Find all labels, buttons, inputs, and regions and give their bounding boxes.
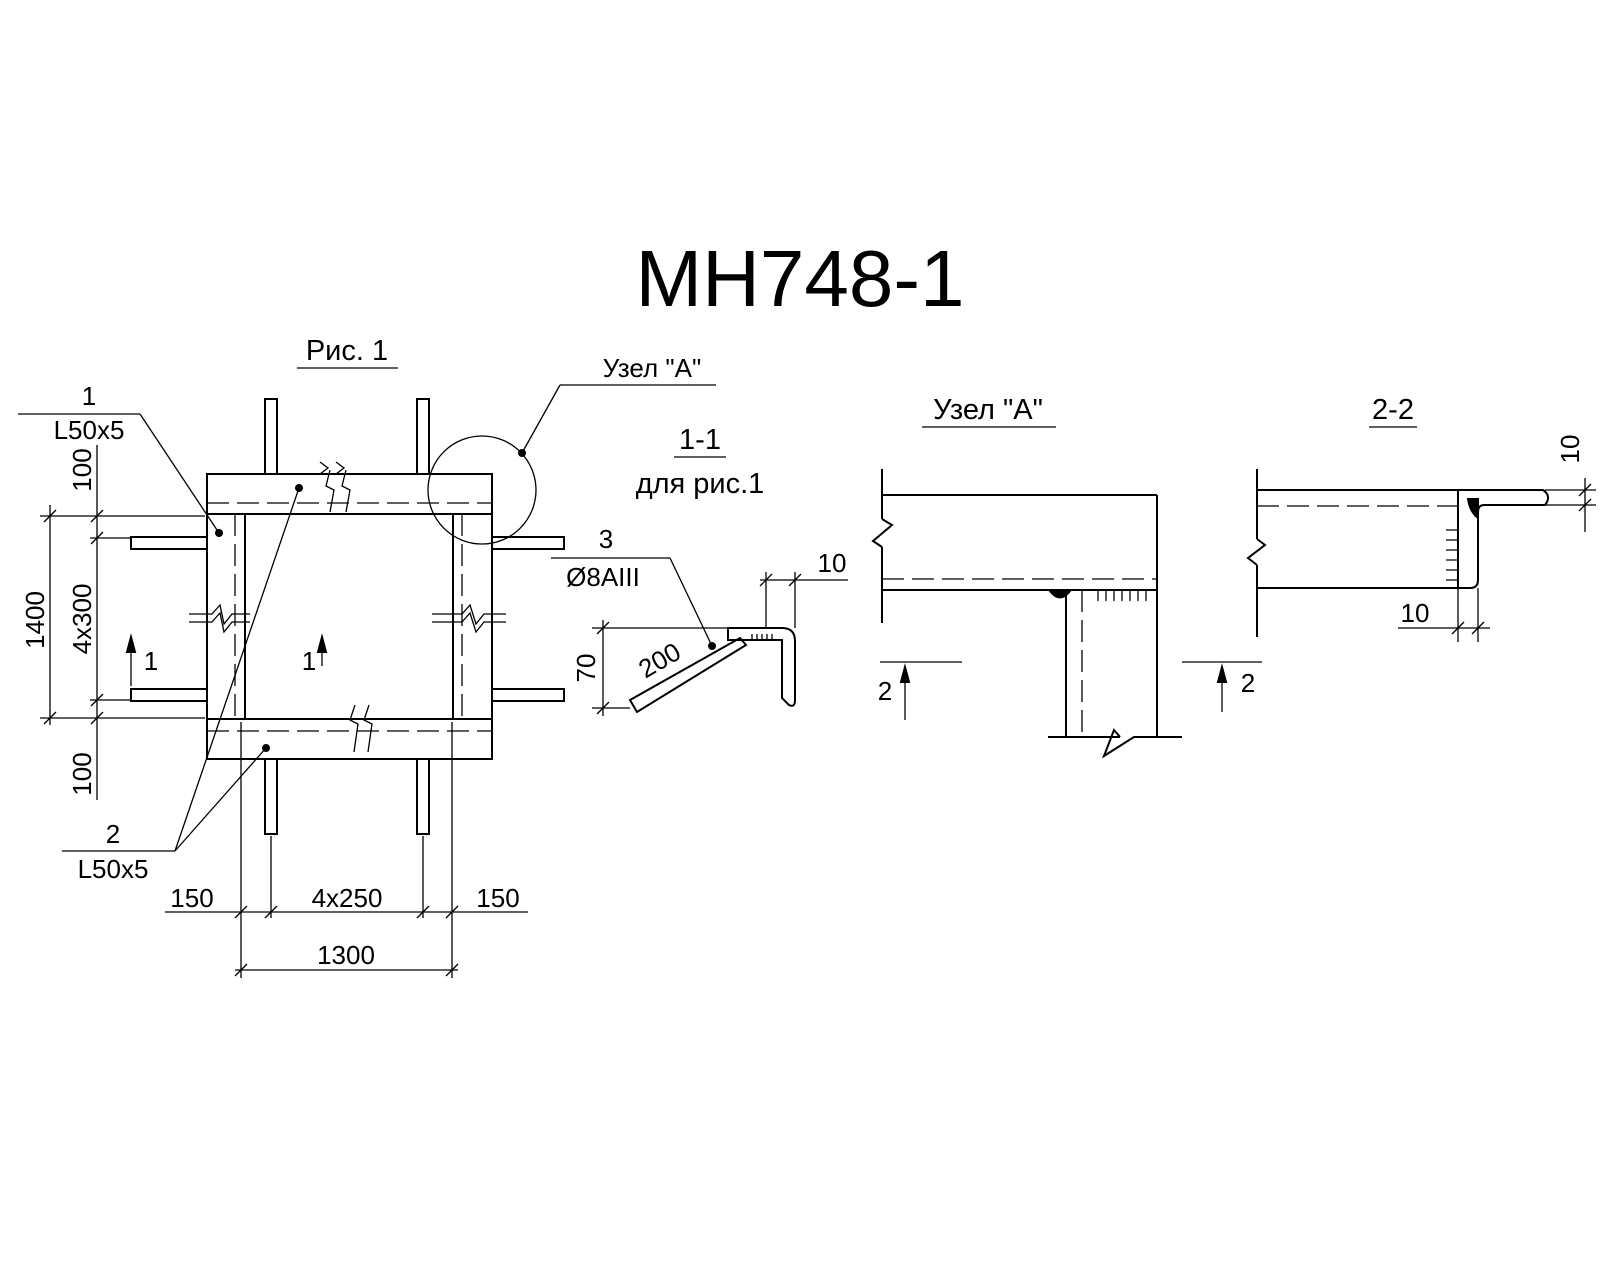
figure-1-plan: Рис. 1 xyxy=(18,335,716,978)
node-a-callout: Узел "А" xyxy=(603,353,701,383)
dim-top-offset: 100 xyxy=(67,448,97,491)
section-2-2: 2-2 10 10 xyxy=(1246,394,1596,642)
vertical-dimensions: 100 1400 4x300 100 xyxy=(20,445,205,800)
dim-bottom-offset: 100 xyxy=(67,752,97,795)
dim-height-total: 1400 xyxy=(20,591,50,649)
section-1-1: 1-1 для рис.1 3 Ø8AIII 10 70 200 xyxy=(551,424,848,716)
anchor-bars xyxy=(130,398,565,835)
dim-left-offset: 150 xyxy=(170,883,213,913)
dim-1-1-top: 10 xyxy=(818,548,847,578)
dim-1-1-height: 70 xyxy=(571,654,601,683)
callout-1-profile: L50x5 xyxy=(54,415,125,445)
dim-right-offset: 150 xyxy=(476,883,519,913)
callout-2-profile: L50x5 xyxy=(78,854,149,884)
dim-2-2-vertical: 10 xyxy=(1555,435,1585,464)
section-mark-1-center: 1 xyxy=(302,646,316,676)
dim-width-total: 1300 xyxy=(317,940,375,970)
callout-3-number: 3 xyxy=(599,524,613,554)
dim-1-1-length: 200 xyxy=(633,636,686,684)
section-1-1-subtitle: для рис.1 xyxy=(636,468,765,500)
sheet-title: МН748-1 xyxy=(635,234,964,323)
callout-2-number: 2 xyxy=(106,819,120,849)
section-2-2-title: 2-2 xyxy=(1372,394,1414,426)
dim-width-spacing: 4x250 xyxy=(312,883,383,913)
figure-1-caption: Рис. 1 xyxy=(306,335,388,367)
node-a-section-mark-right: 2 xyxy=(1241,668,1255,698)
dim-2-2-horizontal: 10 xyxy=(1401,598,1430,628)
node-a-section-mark-left: 2 xyxy=(878,676,892,706)
dim-height-spacing: 4x300 xyxy=(67,584,97,655)
section-1-1-title: 1-1 xyxy=(679,424,721,456)
callout-1-number: 1 xyxy=(82,381,96,411)
horizontal-dimensions: 150 4x250 150 1300 xyxy=(165,722,528,978)
node-a-title: Узел "А" xyxy=(933,394,1043,426)
section-mark-1-left: 1 xyxy=(144,646,158,676)
node-a-detail: Узел "А" 2 2 xyxy=(871,394,1262,759)
callout-3-rebar: Ø8AIII xyxy=(566,562,640,592)
angle-frame xyxy=(189,461,506,760)
